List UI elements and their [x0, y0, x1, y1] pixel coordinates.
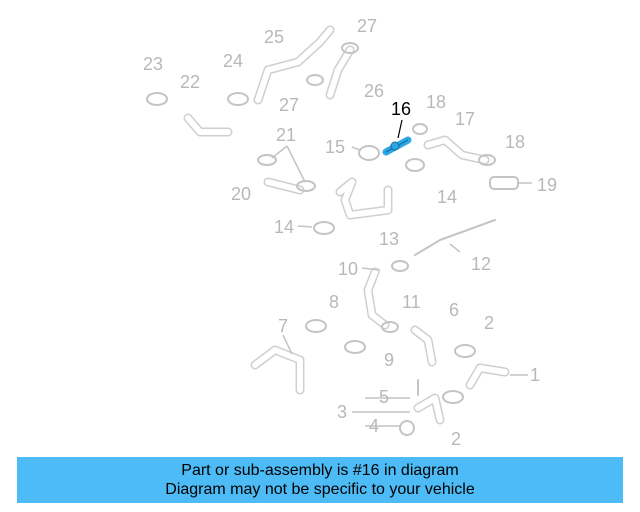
part-18-clamp-b	[478, 154, 496, 166]
part-24-clamp	[227, 92, 249, 106]
callout-2a: 2	[484, 313, 495, 333]
callout-17: 17	[455, 109, 476, 129]
callout-14a: 14	[274, 217, 295, 237]
callout-15: 15	[325, 137, 346, 157]
part-27-clamp-a	[341, 42, 359, 54]
part-19-sensor	[489, 176, 519, 190]
callout-27b: 27	[279, 95, 300, 115]
part-4-seal	[399, 420, 415, 436]
part-2-clamp-a	[454, 344, 476, 358]
callout-7: 7	[278, 316, 289, 336]
callout-19: 19	[537, 175, 558, 195]
callout-21: 21	[276, 125, 297, 145]
part-2-clamp-b	[442, 390, 464, 404]
callout-12: 12	[471, 254, 492, 274]
banner-line-2: Diagram may not be specific to your vehi…	[165, 481, 475, 498]
callout-23: 23	[143, 54, 164, 74]
callout-5: 5	[379, 387, 390, 407]
parts-diagram-drawing	[146, 25, 532, 436]
part-21-clamp-b	[296, 180, 316, 192]
part-16-highlight	[382, 136, 412, 156]
callout-18b: 18	[505, 132, 526, 152]
part-14-clamp-b	[313, 221, 335, 235]
part-8-clamp	[305, 319, 327, 333]
part-27-clamp-b	[306, 74, 324, 86]
part-23-clamp	[146, 92, 168, 106]
part-21-clamp-a	[257, 154, 277, 166]
callout-2b: 2	[451, 429, 462, 449]
callout-4: 4	[369, 416, 380, 436]
callout-9: 9	[384, 350, 395, 370]
part-15-clamp	[358, 145, 380, 161]
callout-25: 25	[264, 27, 285, 47]
callout-27a: 27	[357, 16, 378, 36]
callout-14b: 14	[437, 187, 458, 207]
part-11-clamp-b	[381, 321, 399, 333]
part-14-clamp-a	[405, 158, 425, 172]
callout-20: 20	[231, 184, 252, 204]
callout-16: 16	[391, 99, 412, 119]
banner-line-1: Part or sub-assembly is #16 in diagram	[181, 462, 459, 479]
part-9-clamp	[344, 340, 366, 354]
callout-13: 13	[379, 229, 400, 249]
callout-22: 22	[180, 72, 201, 92]
part-12-line	[414, 219, 496, 256]
callout-18a: 18	[426, 92, 447, 112]
callout-11: 11	[402, 292, 421, 312]
callout-10: 10	[338, 259, 359, 279]
parts-diagram: 1 2 2 3 4 5 6 7 8 9 10 11 12 13 14 14 15…	[143, 16, 558, 449]
info-banner: Part or sub-assembly is #16 in diagram D…	[17, 457, 623, 503]
part-11-clamp-a	[391, 260, 409, 272]
callout-26: 26	[364, 81, 385, 101]
callout-3: 3	[337, 402, 348, 422]
callout-8: 8	[329, 292, 340, 312]
part-18-clamp-a	[412, 123, 428, 135]
callout-24: 24	[223, 51, 244, 71]
callout-6: 6	[449, 300, 460, 320]
callout-1b: 1	[530, 365, 541, 385]
